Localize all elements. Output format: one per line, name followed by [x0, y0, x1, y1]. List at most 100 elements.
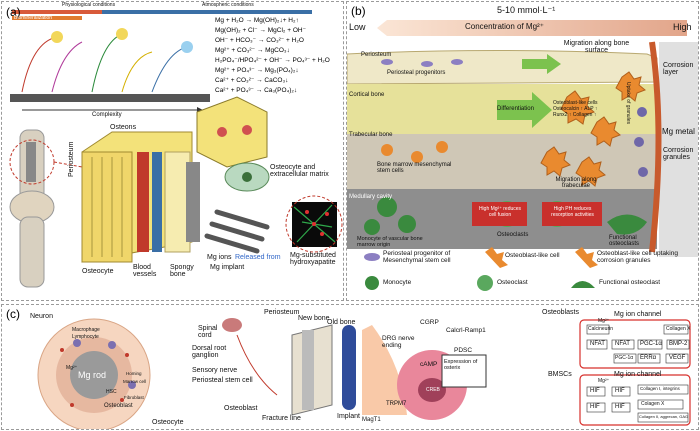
hsc-label: HSC [106, 389, 117, 395]
camp-label: cAMP [420, 361, 438, 368]
calcrl-label: Calcrl-Ramp1 [446, 327, 486, 334]
bmp2-box: BMP-2 [669, 341, 688, 347]
mg-implant-label: Mg implant [210, 264, 245, 271]
high-mg-label: High Mg²⁺ reduces cell fusion [478, 206, 522, 218]
collagen-integrins-box: Collagen I, integrins [640, 386, 680, 391]
nfat-box: NFAT [590, 341, 605, 347]
pdsc-label: PDSC [454, 347, 473, 354]
drg-nerve-label: DRG nerve ending [382, 335, 415, 349]
differentiation-label: Differentiation [497, 106, 534, 112]
pgc-box-2: PGC-1α [615, 355, 634, 361]
err-box: ERRα [640, 355, 657, 361]
legend-osteoclast: Osteoclast [497, 279, 528, 286]
trpm7-label: TRPM7 [386, 401, 407, 407]
cortical-bone-label: Cortical bone [349, 92, 385, 98]
implant-label: Implant [337, 413, 360, 420]
nfat-box-2: NFAT [615, 341, 630, 347]
panel-a: (a) Physiological conditions Atmospheric… [1, 1, 344, 301]
equation-2: Mg(OH)₂ + Cl⁻ → MgCl₂ + OH⁻ [215, 27, 306, 34]
panel-b-label: (b) [351, 4, 366, 18]
legend-functional-osteoclast: Functional osteoclast [599, 279, 661, 286]
panel-b-art [347, 20, 698, 291]
legend-progenitor: Periosteal progenitor of Mesenchymal ste… [383, 250, 451, 264]
runx2-label: Runx2 ↑ Collagen ↑ [553, 112, 597, 118]
neuron-label: Neuron [30, 313, 53, 320]
osteocyte-label: Osteocyte [82, 268, 114, 275]
migration-bone-surface-label: Migration along bone surface [563, 40, 630, 54]
hif-box-1: HIF [590, 388, 600, 394]
corrosion-granules-label: Corrosion granules [663, 147, 694, 161]
creb-label: CREB [426, 387, 440, 393]
migration-trabeculae-label: Migration along trabeculae [555, 177, 597, 189]
expression-label: Expression of osterix [444, 359, 478, 371]
periosteum-label-b: Periosteum [361, 52, 392, 58]
equation-5: H₂PO₄⁻/HPO₄²⁻ + OH⁻ → PO₄³⁻ + H₂O [215, 57, 330, 64]
equation-4: Mg²⁺ + CO₃²⁻ → MgCO₃↓ [215, 47, 290, 54]
homing-label: Homing [126, 371, 142, 376]
complexity-label: Complexity [92, 112, 122, 118]
sensory-nerve-label: Sensory nerve [192, 367, 238, 374]
medullary-cavity-label: Medullary cavity [349, 194, 393, 200]
periosteum-label-c: Periosteum [264, 309, 300, 316]
fracture-line-label: Fracture line [262, 415, 301, 422]
trabecular-bone-label: Trabecular bone [349, 132, 393, 138]
osteoblasts-pathway-label: Osteoblasts [542, 309, 579, 316]
pgc-box: PGC-1α [640, 341, 662, 347]
panel-c: (c) Neuron Macrophage Lymphocyte Mg rod … [1, 304, 699, 430]
mg-ion-channel-label-2: Mg ion channel [614, 371, 662, 378]
osteons-label: Osteons [110, 124, 137, 131]
corrosion-layer-label: Corrosion layer [663, 62, 694, 76]
hif-box-2: HIF [615, 388, 625, 394]
legend-osteoblast-uptake: Osteoblast-like cell uptaking corrosion … [597, 250, 678, 264]
mg-substituted-label: Mg-substituted hydroxyapatite [290, 252, 336, 266]
fibroblast-label: Fibroblast [124, 395, 144, 400]
physiological-label: Physiological conditions [62, 2, 116, 8]
macrophage-label: Macrophage [72, 327, 100, 333]
panel-a-label: (a) [6, 5, 21, 19]
equation-3: OH⁻ + HCO₃⁻ → CO₃²⁻ + H₂O [215, 37, 304, 44]
blood-vessels-label: Blood vessels [133, 264, 157, 278]
mg-box-2: Mg²⁺ [598, 378, 610, 384]
equation-7: Ca²⁺ + CO₃²⁻ → CaCO₃↓ [215, 77, 289, 84]
mg-ions-label: Mg ions [207, 254, 232, 261]
concentration-value: 5-10 mmol·L⁻¹ [497, 5, 556, 15]
collagen-ii-box: Collagen II, aggrecan, GAG [639, 414, 689, 419]
mg-ion-channel-label: Mg ion channel [614, 311, 662, 318]
biomineralization-label: Biomineralization [14, 15, 53, 21]
drg-label: Dorsal root ganglion [192, 345, 227, 359]
panel-a-art [9, 10, 343, 288]
vegf-box: VEGF [669, 355, 686, 361]
periosteal-progenitors-label: Periosteal progenitors [387, 70, 446, 76]
high-ph-label: High PH reduces resorption activities [551, 206, 594, 218]
legend-osteoblast: Osteoblast-like cell [505, 252, 560, 259]
marrow-cell-label: Marrow cell [123, 379, 147, 384]
bmscs-label: BMSCs [548, 371, 572, 378]
legend-monocyte: Monocyte [383, 279, 412, 286]
periosteal-stem-label: Periosteal stem cell [192, 377, 253, 384]
osteoblast-like-label: Osteoblast-like cells [553, 100, 598, 106]
osteocalcin-label: Osteocalcin ↑ ALP ↑ [553, 106, 598, 112]
panel-b: (b) 5-10 mmol·L⁻¹ Concentration of Mg²⁺ … [346, 1, 699, 301]
collagen-x-box-2: Colagen X [641, 401, 665, 407]
periosteum-label: Periosteum [68, 141, 75, 177]
new-bone-label: New bone [298, 315, 330, 322]
cgrp-label: CGRP [420, 319, 439, 326]
mg-box-1: Mg²⁺ [598, 318, 610, 324]
bmmsc-label: Bone marrow mesenchymal stem cells [377, 162, 452, 174]
panel-c-label: (c) [6, 307, 20, 321]
high-label: High [673, 22, 692, 32]
panel-c-art [37, 318, 691, 429]
magt1-label: MagT1 [362, 417, 381, 423]
old-bone-label: Old bone [327, 319, 356, 326]
mg-rod-label: Mg rod [78, 370, 107, 380]
equation-list: Mg + H₂O → Mg(OH)₂↓+ H₂↑ Mg(OH)₂ + Cl⁻ →… [215, 16, 330, 96]
equation-1: Mg + H₂O → Mg(OH)₂↓+ H₂↑ [215, 17, 299, 24]
equation-6: Mg²⁺ + PO₄³⁻ → Mg₃(PO₄)₂↓ [215, 67, 299, 74]
mg2-label-c: Mg²⁺ [66, 365, 78, 371]
uptake-label: Uptake of granules [625, 82, 631, 124]
concentration-label: Concentration of Mg²⁺ [465, 22, 544, 31]
released-from-label: Released from [235, 254, 281, 261]
monocyte-marrow-label: Monocyte of vascular bone marrow origin [357, 236, 423, 248]
osteocyte-ecm-label: Osteocyte and extracellular matrix [270, 164, 329, 178]
spongy-bone-label: Spongy bone [170, 264, 194, 278]
